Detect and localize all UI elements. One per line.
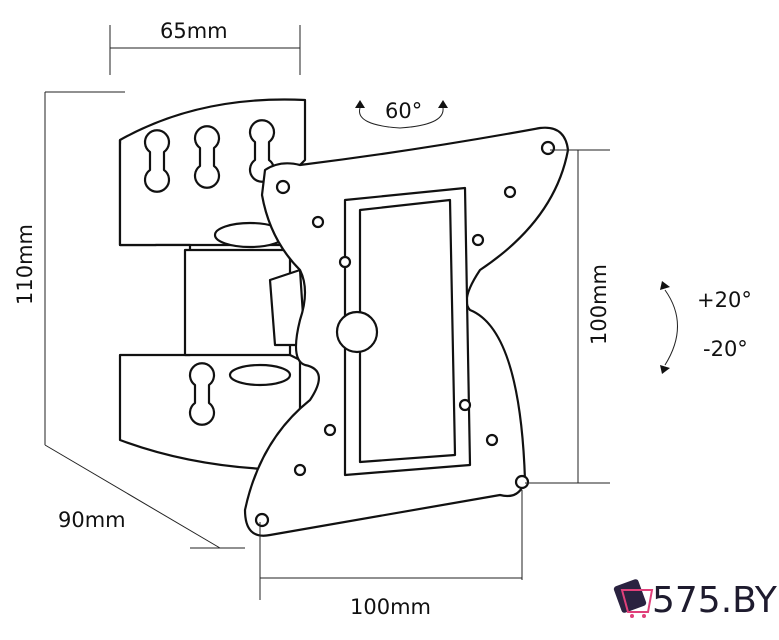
tilt-down-label: -20° [703, 337, 748, 361]
right-height-label: 100mm [587, 264, 611, 345]
depth-label: 90mm [58, 508, 126, 532]
swivel-arrow-icon [355, 100, 448, 129]
logo-mark-icon [613, 579, 647, 613]
logo-text: 575.BY [652, 580, 778, 621]
store-logo: 575.BY [613, 579, 778, 621]
wall-plate [118, 98, 307, 472]
wall-outline [44, 91, 245, 549]
swivel-label: 60° [385, 99, 422, 123]
top-width-label: 65mm [160, 19, 228, 43]
bottom-width-label: 100mm [350, 595, 431, 619]
left-height-label: 110mm [13, 224, 37, 305]
dimension-lines [109, 25, 610, 600]
tilt-arrow-icon [660, 281, 678, 374]
vesa-plate [243, 126, 570, 537]
tilt-up-label: +20° [697, 288, 752, 312]
